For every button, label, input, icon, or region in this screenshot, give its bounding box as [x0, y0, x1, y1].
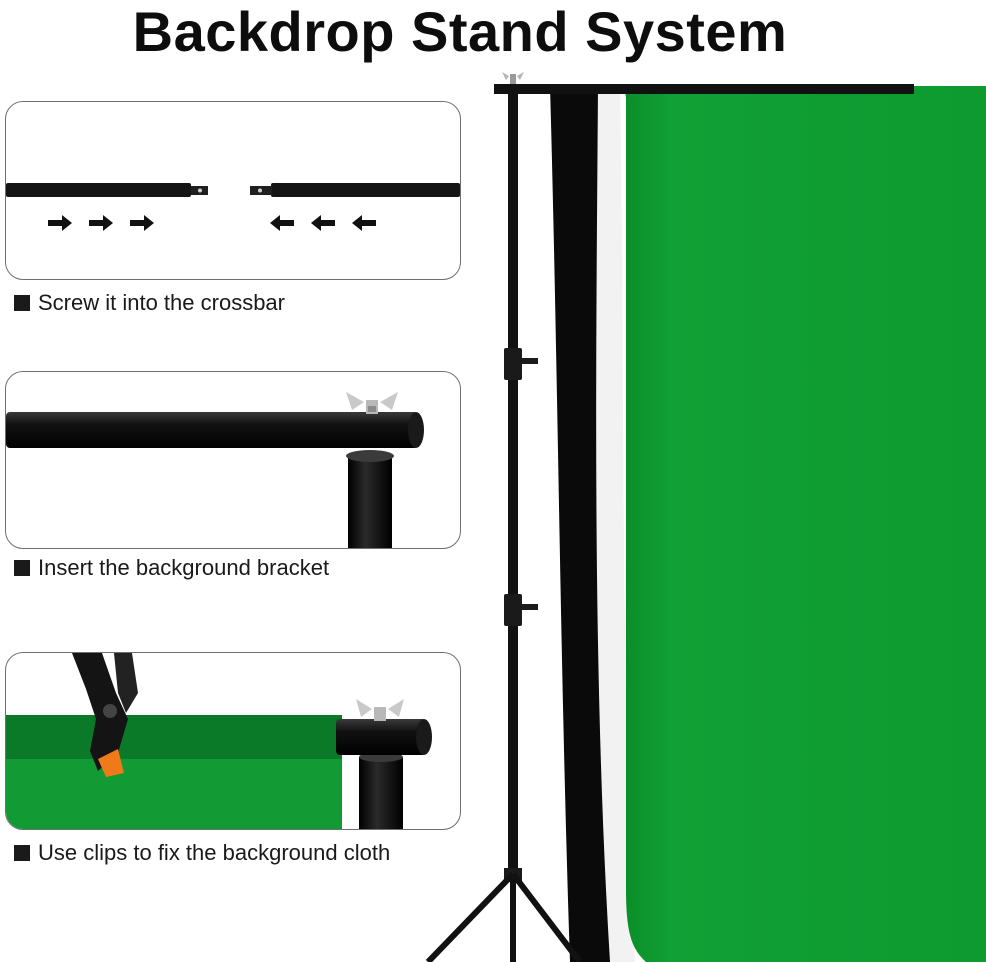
pole-clamp: [504, 594, 522, 626]
caption-text: Use clips to fix the background cloth: [38, 840, 391, 865]
crossbar-tube: [336, 719, 426, 755]
arrow-left-icon: [270, 215, 376, 231]
green-backdrop: [616, 86, 986, 962]
square-bullet-icon: [14, 295, 30, 311]
arrow-right-icon: [48, 215, 154, 231]
square-bullet-icon: [14, 560, 30, 576]
caption-text: Insert the background bracket: [38, 555, 330, 580]
tripod-leg: [510, 872, 583, 962]
top-crossbar: [494, 84, 914, 94]
caption-text: Screw it into the crossbar: [38, 290, 285, 315]
right-tube: [271, 183, 460, 197]
crossbar-illustration: [6, 183, 460, 231]
caption-step-2: Insert the background bracket: [14, 555, 329, 581]
wing-nut-icon: [356, 699, 404, 721]
stand-pole: [348, 456, 392, 548]
step-panel-crossbar: [5, 101, 461, 280]
bracket-illustration: [6, 392, 424, 548]
stand-with-backdrops: [425, 72, 986, 962]
page-title: Backdrop Stand System: [132, 0, 788, 63]
pole-clamp: [504, 348, 522, 380]
step-panel-bracket: [5, 371, 461, 549]
square-bullet-icon: [14, 845, 30, 861]
stand-pole: [359, 757, 403, 829]
step-panel-clips: [5, 652, 461, 830]
wing-nut-icon: [502, 72, 524, 84]
crossbar-tube: [6, 412, 418, 448]
stand-pole: [508, 92, 518, 872]
caption-step-3: Use clips to fix the background cloth: [14, 840, 390, 866]
caption-step-1: Screw it into the crossbar: [14, 290, 285, 316]
spring-clip-icon: [72, 653, 138, 777]
left-tube: [6, 183, 191, 197]
clips-illustration: [6, 653, 432, 829]
backdrop-stand-illustration: [420, 68, 986, 962]
wing-nut-icon: [346, 392, 398, 414]
tripod-leg: [425, 871, 516, 962]
black-backdrop: [550, 86, 610, 962]
